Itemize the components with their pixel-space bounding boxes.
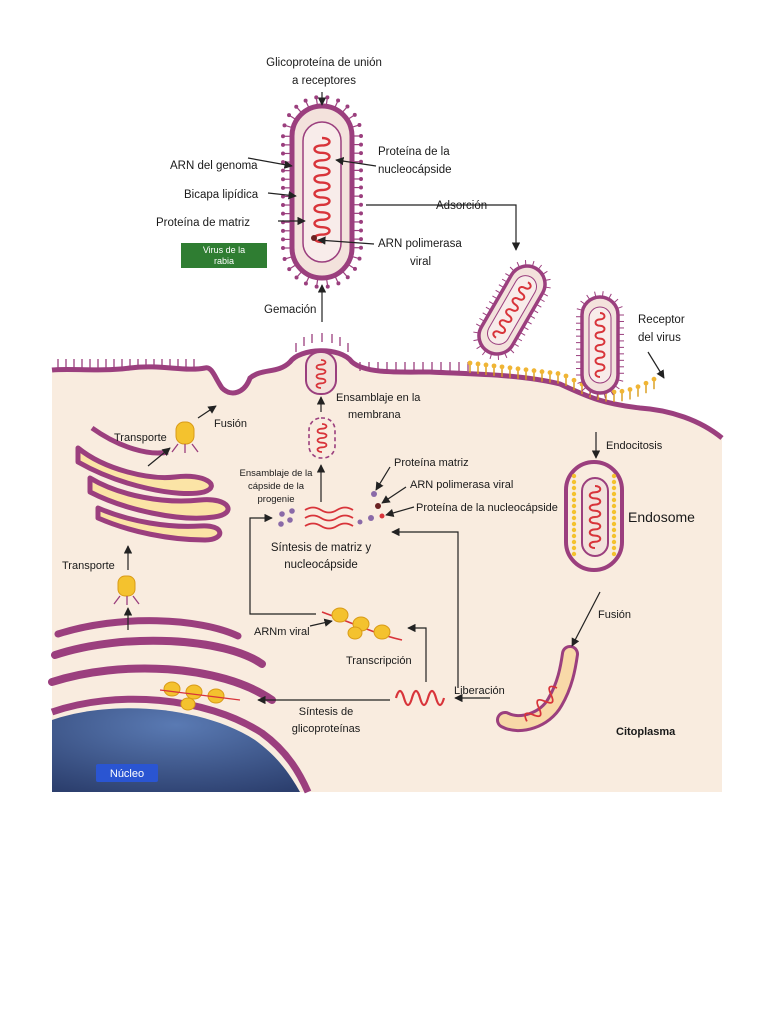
matrix-protein-label: Proteína de matriz [156, 217, 250, 229]
endosome [564, 460, 624, 572]
virus-receptor-label: del virus [638, 332, 681, 344]
virus-receptors [467, 360, 657, 402]
nucleocapsid-label: Proteína de la [378, 146, 450, 158]
released-rna [394, 689, 446, 707]
virus-receptor-label: Receptor [638, 314, 685, 326]
membrane-spikes [57, 333, 469, 371]
synthesis-matrix-label: Síntesis de matriz y [271, 542, 372, 554]
cytoplasm-label: Citoplasma [616, 726, 676, 738]
rna-genome-label: ARN del genoma [170, 160, 258, 172]
fusion-top-label: Fusión [214, 418, 247, 430]
adsorbing-virion [473, 260, 551, 360]
transport-left-label: Transporte [62, 560, 115, 572]
membrane-assembly-label: membrana [348, 409, 401, 421]
glyco-synthesis-label: glicoproteínas [292, 723, 361, 735]
capsid-assembly-label: cápside de la [248, 481, 305, 492]
polymerase-legend: ARN polimerasa viral [410, 479, 513, 491]
receptor-bound-virion [576, 291, 624, 399]
transport-top-label: Transporte [114, 432, 167, 444]
rabies-tag [181, 243, 267, 268]
endoplasmic-reticulum [51, 636, 266, 668]
mrna-with-ribosomes [321, 607, 403, 641]
budding-label: Gemación [264, 304, 316, 316]
glycoprotein-label: a receptores [292, 75, 356, 87]
membrane-assembly-label: Ensamblaje en la [336, 392, 421, 404]
nucleocapsid-synthesis [304, 506, 354, 530]
fused-endosome [496, 645, 579, 733]
mrna-label: ARNm viral [254, 626, 310, 638]
endoplasmic-reticulum [48, 664, 276, 704]
endosome-label: Endosome [628, 509, 695, 525]
synthesis-matrix-label: nucleocápside [284, 559, 358, 571]
capsid-assembly-label: progenie [258, 494, 295, 505]
rna-polymerase-label: viral [410, 256, 431, 268]
nucleocapsid-label: nucleocápside [378, 164, 452, 176]
glycoprotein-label: Glicoproteína de unión [266, 57, 382, 69]
vesicle-top [171, 421, 199, 453]
rabies-label: rabia [214, 256, 234, 266]
ribosomes [159, 681, 241, 711]
matrix-protein-legend: Proteína matriz [394, 457, 469, 469]
vesicle-left [113, 575, 140, 605]
protein-dots [357, 491, 385, 525]
cell-membrane [51, 348, 724, 440]
glyco-synthesis-label: Síntesis de [299, 706, 353, 718]
nucleocapsid-legend: Proteína de la nucleocápside [416, 502, 558, 514]
nucleus-tag [96, 764, 158, 782]
adsorption-label: Adsorción [436, 200, 487, 212]
rabies-virion [281, 95, 364, 289]
pathway-arrows [123, 92, 665, 705]
fusion-right-label: Fusión [598, 609, 631, 621]
budding-virion [305, 351, 337, 395]
nucleus-label: Núcleo [110, 768, 144, 780]
lipid-bilayer-label: Bicapa lipídica [184, 189, 259, 201]
nuclear-envelope [50, 695, 312, 794]
transcription-label: Transcripción [346, 655, 412, 667]
endoplasmic-reticulum [54, 617, 242, 640]
assembling-nucleocapsid [308, 417, 336, 459]
release-label: Liberación [454, 685, 505, 697]
rna-polymerase-label: ARN polimerasa [378, 238, 462, 250]
capsid-assembly-label: Ensamblaje de la [240, 468, 314, 479]
progeny-capsid-dots [278, 508, 295, 527]
endocytosis-label: Endocitosis [606, 440, 663, 452]
rabies-label: Virus de la [203, 245, 245, 255]
